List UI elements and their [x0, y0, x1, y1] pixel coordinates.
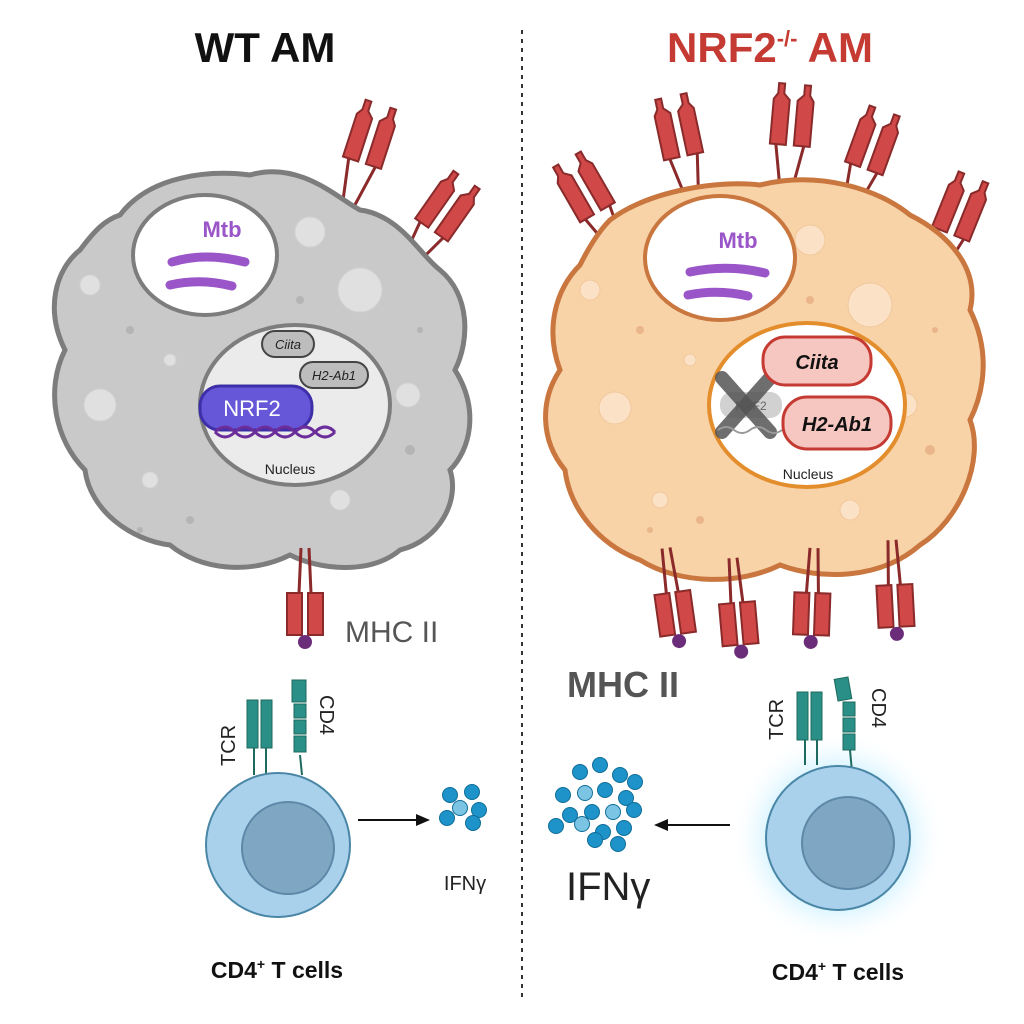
- wt-nrf2-label: NRF2: [223, 396, 280, 421]
- ko-ifng-molecule: [616, 820, 632, 836]
- ko-h2ab1-gene: [781, 395, 893, 451]
- ko-nrf2-deleted: NRF2: [715, 371, 783, 439]
- wt-ciita-gene: [261, 330, 315, 358]
- wt-granules: [126, 296, 423, 533]
- ko-ifng-molecule: [572, 764, 588, 780]
- ko-nucleus-label: Nucleus: [783, 466, 834, 482]
- ko-ifng-molecule: [584, 804, 600, 820]
- ko-tcr-label: TCR: [766, 699, 788, 740]
- ko-ciita-label: Ciita: [795, 352, 838, 374]
- wt-mtb-label: Mtb: [202, 217, 241, 242]
- wt-ciita-label: Ciita: [275, 337, 301, 352]
- ko-arrowhead: [654, 819, 668, 831]
- wt-ifng-molecule: [465, 815, 481, 831]
- ko-ifng-molecule: [562, 807, 578, 823]
- ko-cd4-label: CD4: [867, 688, 889, 728]
- wt-title: WT AM: [195, 24, 336, 71]
- wt-ifng-molecules: [439, 784, 487, 831]
- wt-tcr-label: TCR: [218, 725, 240, 766]
- ko-title: NRF2-/- AM: [667, 24, 873, 71]
- ko-granules: [636, 296, 938, 533]
- ko-tcr-receptor: [796, 691, 823, 765]
- wt-ifng-molecule: [471, 802, 487, 818]
- wt-mtb-bacterium-2: [165, 277, 237, 291]
- wt-cd4-receptor: [291, 679, 307, 776]
- wt-ifng-molecule: [464, 784, 480, 800]
- wt-vacuoles: [79, 216, 421, 511]
- wt-ifng-molecule: [439, 810, 455, 826]
- wt-ifng-label: IFNγ: [444, 873, 486, 895]
- ko-ifng-molecule: [597, 782, 613, 798]
- wt-dna-strand-2: [213, 425, 337, 439]
- wt-ifng-molecule: [442, 787, 458, 803]
- ko-ifng-molecule: [618, 790, 634, 806]
- wt-cd4-label: CD4: [315, 695, 337, 735]
- ko-ifng-molecule: [548, 818, 564, 834]
- ko-ifng-molecule: [592, 757, 608, 773]
- ko-mhc-label: MHC II: [567, 664, 679, 705]
- ko-ifng-molecules: [548, 757, 643, 852]
- ko-ifng-molecule: [626, 802, 642, 818]
- ko-ifng-molecule: [627, 774, 643, 790]
- wt-mhc-label: MHC II: [345, 616, 438, 649]
- ko-t-cell-nucleus: [801, 796, 895, 890]
- ko-mtb-phagosome: [643, 194, 797, 322]
- wt-nucleus-label: Nucleus: [265, 461, 316, 477]
- ko-ifng-molecule: [587, 832, 603, 848]
- ko-ifng-label: IFNγ: [566, 865, 650, 909]
- wt-h2ab1-gene: [299, 361, 369, 389]
- ko-mtb-bacterium-2: [683, 287, 753, 301]
- wt-mtb-bacterium-1: [167, 252, 250, 267]
- ko-tcell-caption: CD4+ T cells: [772, 958, 904, 985]
- wt-tcr-receptor: [246, 699, 273, 775]
- ko-mtb-bacterium-1: [685, 263, 770, 278]
- wt-t-cell-nucleus: [241, 801, 335, 895]
- wt-tcell-caption: CD4+ T cells: [211, 956, 343, 983]
- ko-h2ab1-label: H2-Ab1: [802, 414, 872, 436]
- ko-ifng-molecule: [612, 767, 628, 783]
- wt-ifng-molecule: [452, 800, 468, 816]
- wt-arrowhead: [416, 814, 430, 826]
- ko-mtb-label: Mtb: [718, 228, 757, 253]
- ko-ifng-molecule: [555, 787, 571, 803]
- wt-h2ab1-label: H2-Ab1: [312, 368, 356, 383]
- ko-ifng-molecule: [574, 816, 590, 832]
- ko-ifng-molecule: [605, 804, 621, 820]
- ko-ciita-gene: [761, 335, 873, 387]
- ko-ifng-molecule: [577, 785, 593, 801]
- ko-ifng-molecule: [610, 836, 626, 852]
